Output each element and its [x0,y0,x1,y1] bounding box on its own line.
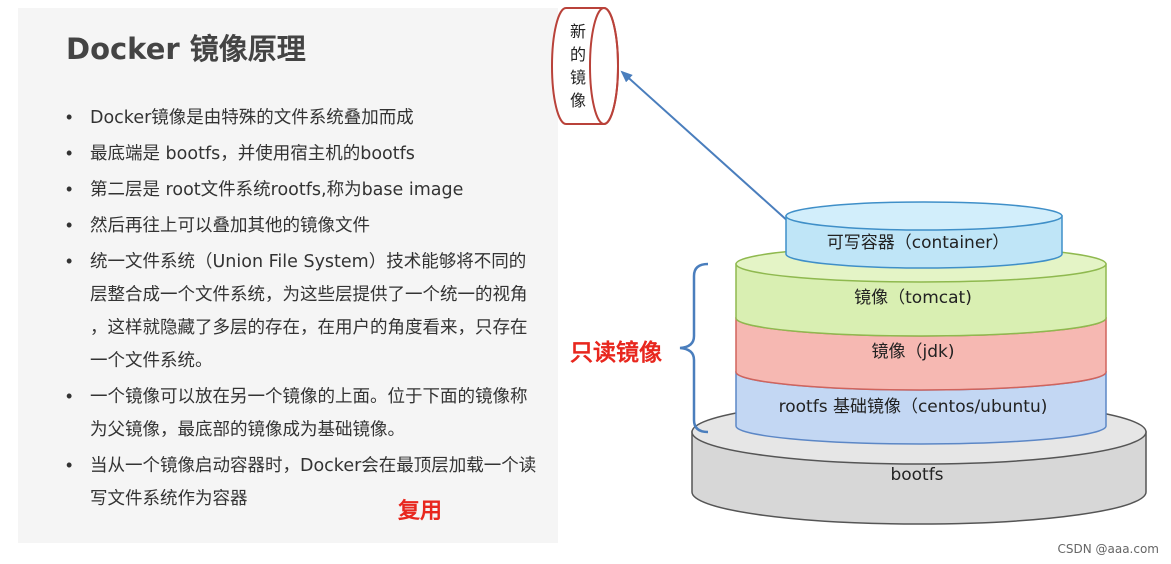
new-image-char: 新 [570,22,586,41]
bullet-dot-icon: • [66,143,73,163]
bullet-item: • 然后再往上可以叠加其他的镜像文件 [62,210,562,243]
bullet-text: 统一文件系统（Union File System）技术能够将不同的 [90,252,527,272]
reuse-label: 复用 [398,499,443,524]
readonly-brace [679,262,709,434]
bullet-text: 为父镜像，最底部的镜像成为基础镜像。 [90,420,405,440]
rootfs-label: rootfs 基础镜像（centos/ubuntu) [779,397,1048,417]
tomcat-label: 镜像（tomcat) [854,288,972,308]
bullet-text: 写文件系统作为容器 [90,489,248,509]
new-image-char: 像 [570,91,586,110]
bullet-text: 层整合成一个文件系统，为这些层提供了一个统一的视角 [90,285,528,305]
bullet-text: 一个镜像可以放在另一个镜像的上面。位于下面的镜像称 [90,387,528,407]
bullet-dot-icon: • [66,455,73,475]
bullet-item: • 一个镜像可以放在另一个镜像的上面。位于下面的镜像称 为父镜像，最底部的镜像成… [62,381,562,447]
new-image-char: 的 [570,45,586,64]
bullet-dot-icon: • [66,251,73,271]
bullet-text: 第二层是 root文件系统rootfs,称为base image [90,180,464,200]
container-layer: 可写容器（container） [785,201,1063,269]
bullet-text: 最底端是 bootfs，并使用宿主机的bootfs [90,144,415,164]
bullet-text: 然后再往上可以叠加其他的镜像文件 [90,216,370,236]
container-label: 可写容器（container） [827,233,1010,253]
bullet-dot-icon: • [66,107,73,127]
new-image-scroll: 新 的 镜 像 [551,7,619,125]
watermark: CSDN @aaa.com [1057,542,1159,556]
text-panel [18,8,558,543]
bullet-dot-icon: • [66,386,73,406]
bullet-text: ，这样就隐藏了多层的存在，在用户的角度看来，只存在 [90,318,528,338]
bullet-list: • Docker镜像是由特殊的文件系统叠加而成 • 最底端是 bootfs，并使… [62,102,562,519]
bullet-dot-icon: • [66,215,73,235]
new-image-char: 镜 [570,68,586,87]
bullet-dot-icon: • [66,179,73,199]
bullet-item: • 最底端是 bootfs，并使用宿主机的bootfs [62,138,562,171]
bullet-text: 当从一个镜像启动容器时，Docker会在最顶层加载一个读 [90,456,537,476]
commit-arrow [620,70,801,233]
bullet-item: • 统一文件系统（Union File System）技术能够将不同的 层整合成… [62,246,562,378]
bootfs-label: bootfs [890,465,943,485]
jdk-label: 镜像（jdk) [872,342,955,362]
bullet-text: Docker镜像是由特殊的文件系统叠加而成 [90,108,414,128]
slide-title: Docker 镜像原理 [66,32,306,66]
bullet-text: 一个文件系统。 [90,351,213,371]
bullet-item: • 第二层是 root文件系统rootfs,称为base image [62,174,562,207]
bullet-item: • Docker镜像是由特殊的文件系统叠加而成 [62,102,562,135]
readonly-label: 只读镜像 [570,340,662,366]
bullet-item: • 当从一个镜像启动容器时，Docker会在最顶层加载一个读 写文件系统作为容器 [62,450,562,516]
